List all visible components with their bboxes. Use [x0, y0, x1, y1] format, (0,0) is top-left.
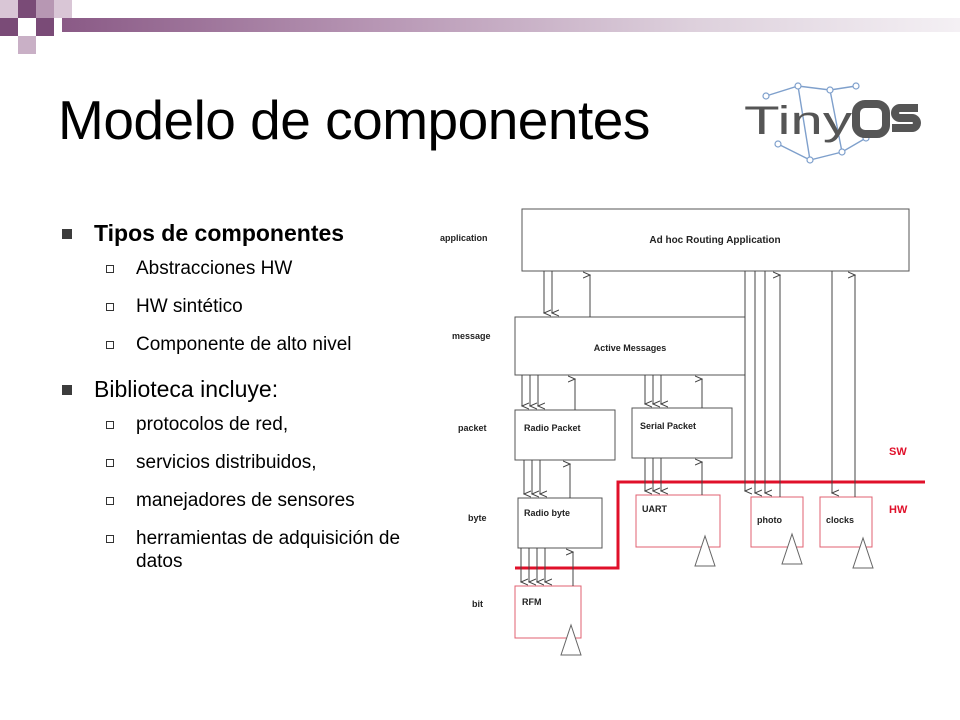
- radio-packet-box: [514, 409, 616, 461]
- serial-packet-label: Serial Packet: [640, 421, 696, 431]
- active-messages-box: [514, 316, 746, 376]
- hardware-triangle-icon: [560, 623, 582, 656]
- bullet-label: Tipos de componentes: [94, 220, 345, 246]
- header-square: [36, 18, 54, 36]
- square-bullet-icon: [62, 385, 72, 395]
- hardware-triangle-icon: [781, 532, 803, 565]
- serial-packet-box: [631, 407, 733, 459]
- hollow-square-bullet-icon: [106, 303, 114, 311]
- hardware-triangle-icon: [694, 534, 716, 567]
- hollow-square-bullet-icon: [106, 535, 114, 543]
- header-square: [18, 0, 36, 18]
- header-square: [36, 0, 54, 18]
- square-bullet-icon: [62, 229, 72, 239]
- hollow-square-bullet-icon: [106, 421, 114, 429]
- radio-byte-box: [517, 497, 603, 549]
- clocks-label: clocks: [826, 515, 854, 525]
- sub-bullet-item: herramientas de adquisición de datos: [60, 527, 436, 573]
- bullet-item: Biblioteca incluye:: [60, 371, 460, 407]
- header-square: [0, 0, 18, 18]
- bullet-list: Tipos de componentes Abstracciones HW HW…: [60, 215, 460, 588]
- component-diagram: application message packet byte bit SW H…: [440, 208, 925, 656]
- sw-hw-boundary-line: [515, 480, 925, 570]
- sub-bullet-label: servicios distribuidos,: [136, 452, 317, 473]
- layer-label-message: message: [452, 331, 491, 341]
- hollow-square-bullet-icon: [106, 459, 114, 467]
- sub-bullet-item: servicios distribuidos,: [60, 451, 460, 474]
- clocks-box: [819, 496, 873, 548]
- bullet-label: Biblioteca incluye:: [94, 376, 279, 402]
- sub-bullet-label: herramientas de adquisición de datos: [136, 528, 401, 572]
- sub-bullet-item: Abstracciones HW: [60, 257, 460, 280]
- header-bar: [62, 18, 960, 32]
- header-square: [54, 0, 72, 18]
- hollow-square-bullet-icon: [106, 497, 114, 505]
- uart-label: UART: [642, 504, 667, 514]
- layer-label-byte: byte: [468, 513, 487, 523]
- uart-box: [635, 494, 721, 548]
- app-component-box: [521, 208, 910, 272]
- sub-bullet-item: Componente de alto nivel: [60, 333, 460, 356]
- header-square: [18, 18, 36, 36]
- slide-title: Modelo de componentes: [58, 89, 650, 151]
- hardware-triangle-icon: [852, 536, 874, 569]
- tinyos-logo: Tiny: [744, 82, 921, 164]
- hollow-square-bullet-icon: [106, 341, 114, 349]
- header-square: [18, 36, 36, 54]
- layer-label-application: application: [440, 233, 488, 243]
- hw-label: HW: [889, 504, 908, 516]
- sub-bullet-item: manejadores de sensores: [60, 489, 460, 512]
- sub-bullet-item: protocolos de red,: [60, 413, 460, 436]
- app-component-label: Ad hoc Routing Application: [649, 235, 780, 246]
- radio-packet-label: Radio Packet: [524, 423, 581, 433]
- layer-label-packet: packet: [458, 423, 487, 433]
- sub-bullet-label: manejadores de sensores: [136, 490, 355, 511]
- header-square: [0, 18, 18, 36]
- photo-box: [750, 496, 804, 548]
- header-square: [36, 36, 54, 54]
- radio-byte-label: Radio byte: [524, 508, 570, 518]
- sub-bullet-label: Abstracciones HW: [136, 258, 293, 279]
- sw-label: SW: [889, 446, 907, 458]
- sub-bullet-label: Componente de alto nivel: [136, 334, 352, 355]
- sub-bullet-label: protocolos de red,: [136, 414, 289, 435]
- sub-bullet-label: HW sintético: [136, 296, 243, 317]
- layer-label-bit: bit: [472, 599, 483, 609]
- rfm-label: RFM: [522, 597, 542, 607]
- sub-bullet-item: HW sintético: [60, 295, 460, 318]
- photo-label: photo: [757, 515, 782, 525]
- bullet-item: Tipos de componentes: [60, 215, 460, 251]
- active-messages-label: Active Messages: [594, 343, 667, 353]
- tinyos-logo-text: Tiny: [744, 99, 852, 143]
- hollow-square-bullet-icon: [106, 265, 114, 273]
